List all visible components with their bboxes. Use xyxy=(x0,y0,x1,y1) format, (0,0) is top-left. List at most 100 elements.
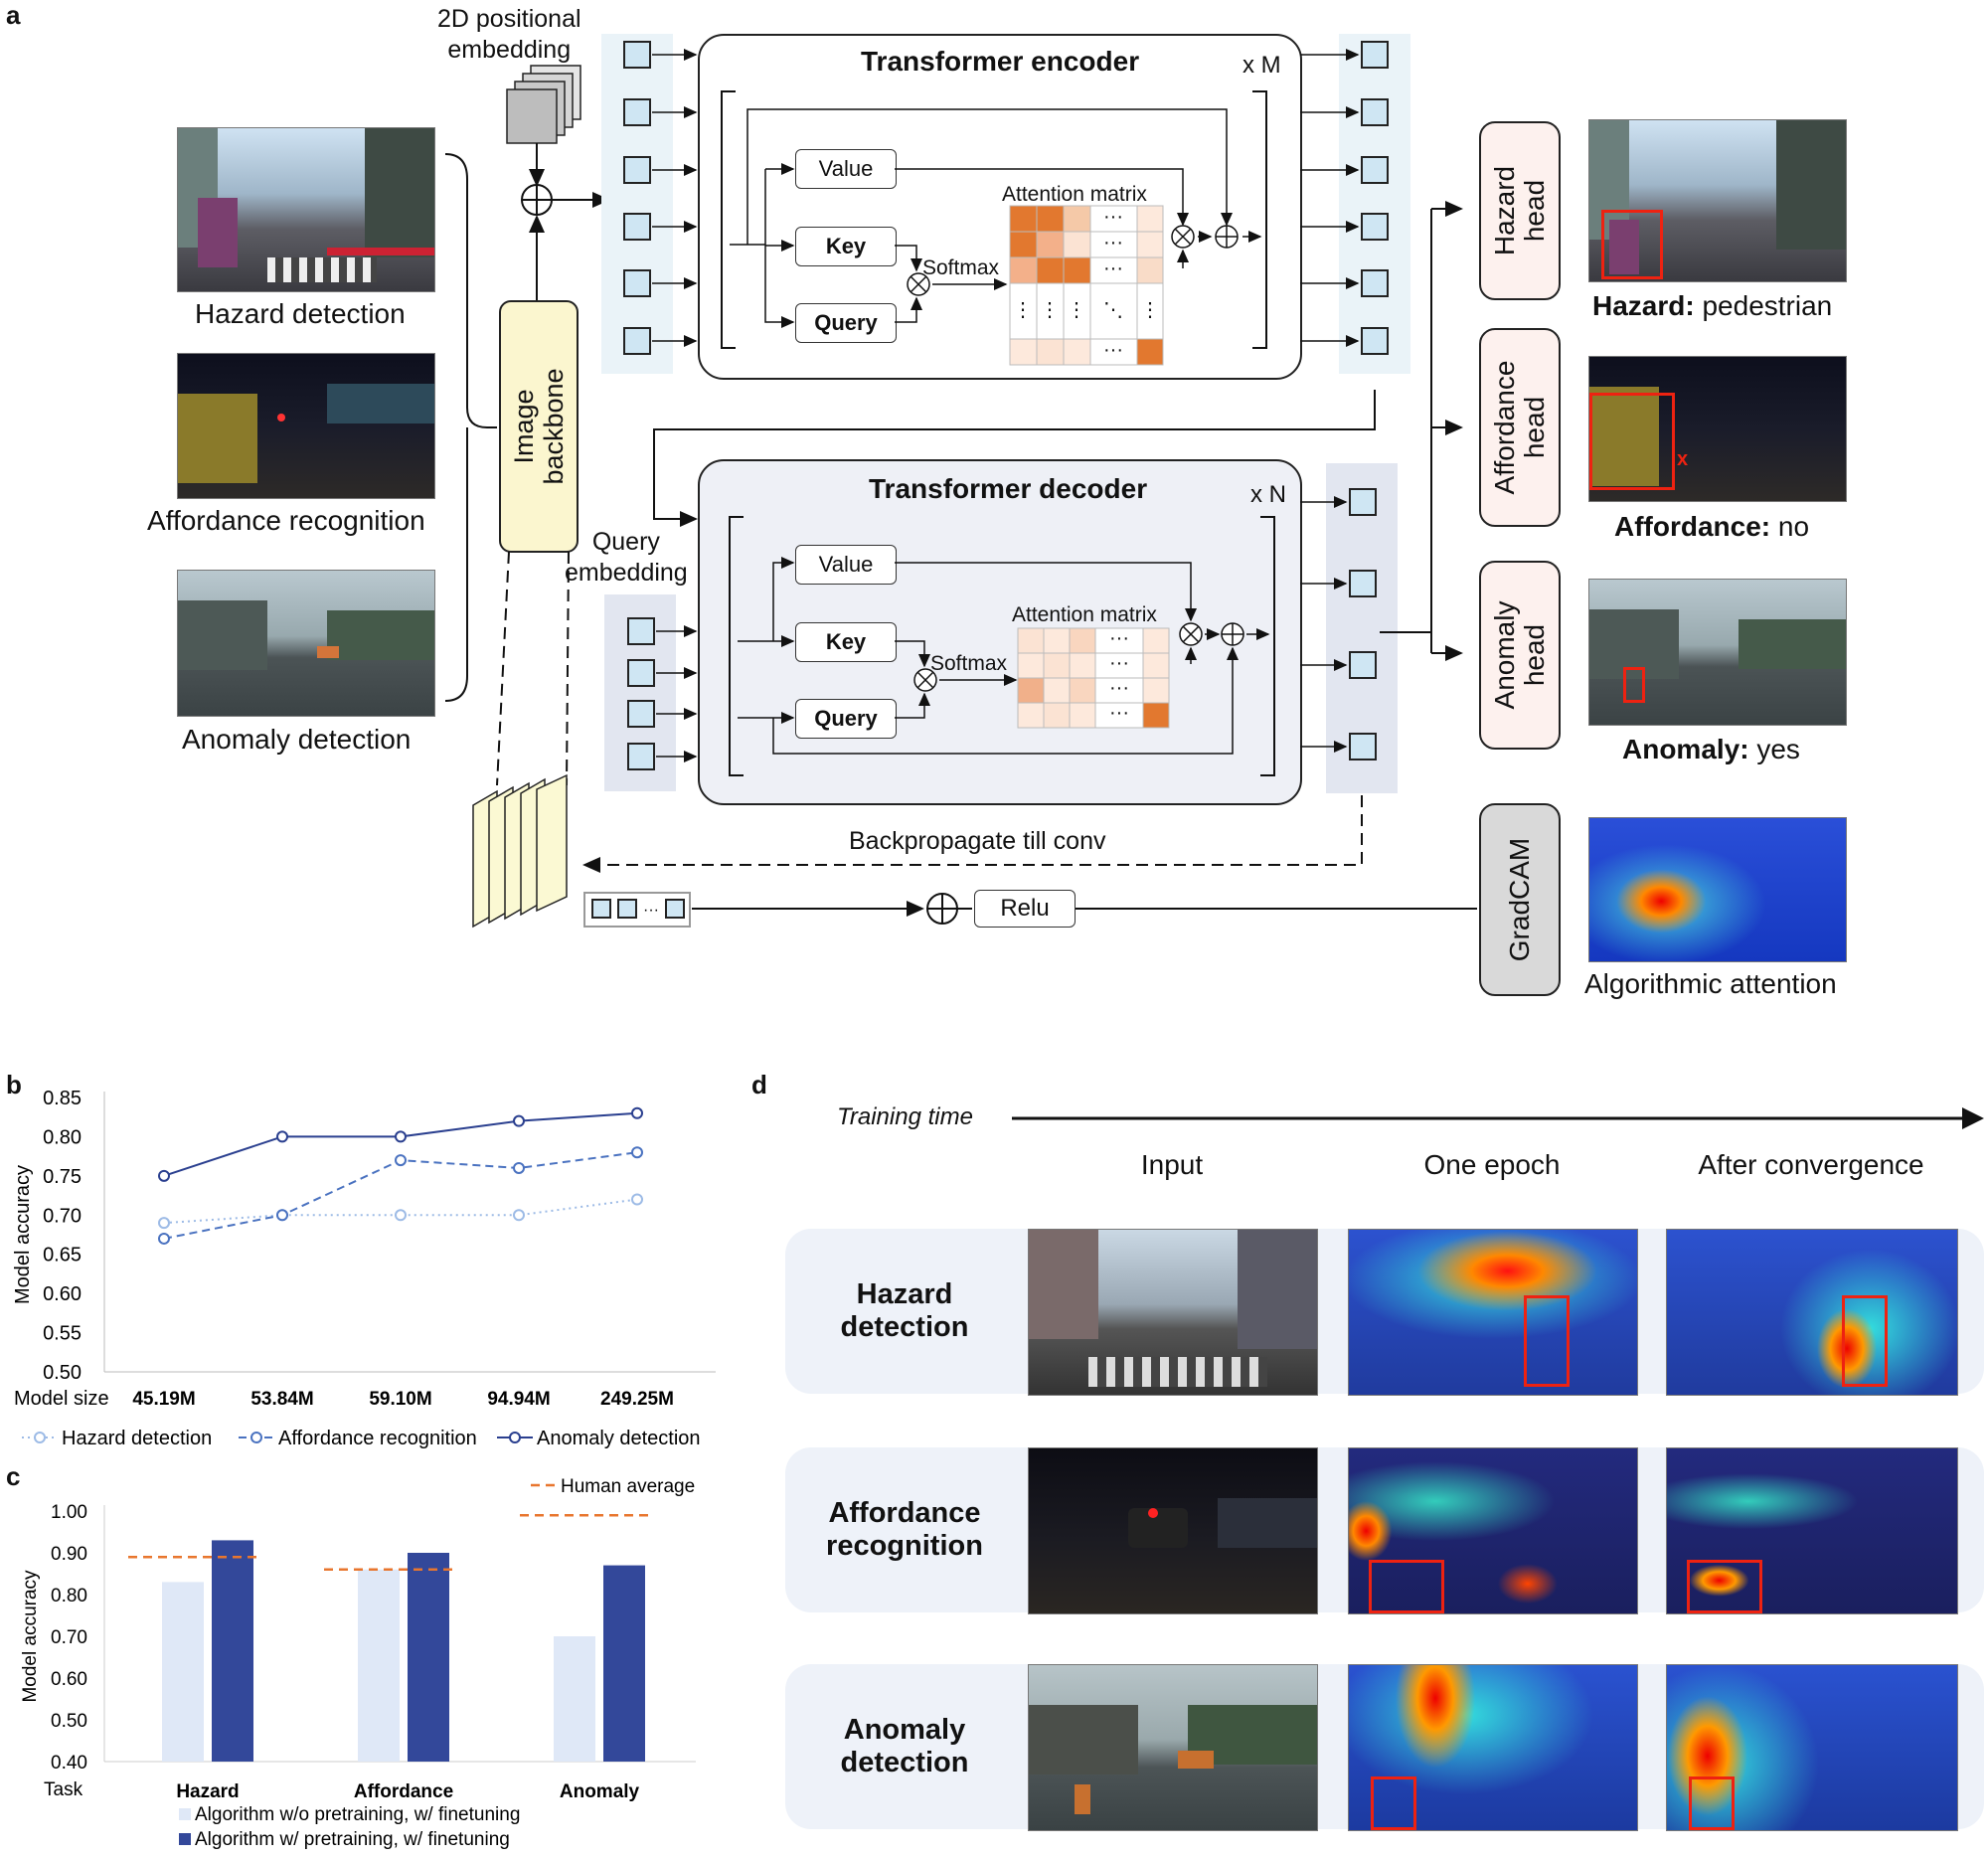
column-input: Input xyxy=(1140,1149,1204,1180)
panel-a-letter: a xyxy=(6,0,21,30)
gradcam-box: GradCAM xyxy=(1479,803,1561,996)
anomaly-one-epoch-image xyxy=(1348,1664,1638,1831)
enc-hdots-4: ··· xyxy=(1103,339,1123,361)
b-point-1 xyxy=(395,1209,407,1222)
anomaly-converged-box xyxy=(1689,1776,1735,1830)
enc-vdots-4: ⋮ xyxy=(1140,299,1160,321)
c-ytick: 0.40 xyxy=(51,1753,87,1774)
b-legend-marker xyxy=(509,1432,521,1443)
encoder-softmax-label: Softmax xyxy=(922,256,1000,279)
affordance-input-image xyxy=(1028,1447,1318,1614)
anomaly-head-box: Anomaly head xyxy=(1479,561,1561,750)
affordance-output-photo: x xyxy=(1588,356,1847,502)
b-point-3 xyxy=(158,1169,170,1182)
decoder-softmax-label: Softmax xyxy=(930,652,1008,675)
c-ylabel: Model accuracy xyxy=(20,1570,41,1703)
b-point-2 xyxy=(513,1161,525,1174)
c-xtick: Hazard xyxy=(176,1781,239,1802)
affordance-input-caption: Affordance recognition xyxy=(147,505,425,536)
c-ytick: 0.90 xyxy=(51,1544,87,1565)
anomaly-input-photo xyxy=(177,570,435,717)
query-embedding-label: Query embedding xyxy=(565,528,688,587)
gradcam-caption: Algorithmic attention xyxy=(1584,968,1837,999)
encoder-value-box: Value xyxy=(795,149,897,189)
decoder-value-box: Value xyxy=(795,545,897,585)
b-xtick: 45.19M xyxy=(132,1389,195,1410)
b-xtick: 59.10M xyxy=(369,1389,431,1410)
hazard-input-image xyxy=(1028,1229,1318,1396)
hazard-input-caption: Hazard detection xyxy=(195,298,406,329)
positional-embedding-label: 2D positional embedding xyxy=(437,5,581,64)
positional-embedding-stack xyxy=(506,65,581,144)
b-xtick: 94.94M xyxy=(487,1389,550,1410)
dec-hdots-4: ··· xyxy=(1109,702,1129,724)
relu-row-dots: ··· xyxy=(643,902,659,919)
enc-vdots-2: ⋮ xyxy=(1040,299,1060,321)
b-point-3 xyxy=(395,1130,407,1143)
b-ytick: 0.55 xyxy=(43,1323,82,1345)
b-point-2 xyxy=(631,1146,643,1159)
c-legend-label: Algorithm w/ pretraining, w/ finetuning xyxy=(195,1829,510,1850)
encoder-key-box: Key xyxy=(795,227,897,266)
b-point-1 xyxy=(513,1209,525,1222)
decoder-repeat: x N xyxy=(1250,481,1286,508)
column-one-epoch: One epoch xyxy=(1423,1149,1561,1180)
gradcam-attention-photo xyxy=(1588,817,1847,962)
relu-box: Relu xyxy=(974,890,1076,928)
anomaly-head-label: Anomaly head xyxy=(1489,600,1550,710)
b-point-2 xyxy=(395,1154,407,1167)
encoder-title: Transformer encoder xyxy=(861,46,1140,77)
b-point-3 xyxy=(276,1130,288,1143)
column-after-convergence: After convergence xyxy=(1698,1149,1924,1180)
hazard-one-epoch-box xyxy=(1524,1295,1570,1387)
c-ytick: 0.50 xyxy=(51,1711,87,1732)
row-label-affordance: Affordance recognition xyxy=(826,1497,983,1562)
c-bar-series-1 xyxy=(358,1569,400,1762)
c-legend-swatch xyxy=(179,1833,191,1845)
c-xlabel: Task xyxy=(44,1779,83,1800)
b-legend-label: Hazard detection xyxy=(62,1428,212,1449)
panel-a-diagram-lines: ··· ··· ··· ··· ⋮ ⋮ ⋮ ⋱ ⋮ xyxy=(444,34,1477,929)
panel-d-letter: d xyxy=(751,1070,767,1099)
affordance-one-epoch-box xyxy=(1369,1560,1444,1613)
c-human-legend-label: Human average xyxy=(561,1476,695,1497)
affordance-head-box: Affordance head xyxy=(1479,328,1561,527)
c-ytick: 1.00 xyxy=(51,1502,87,1523)
c-ytick: 0.70 xyxy=(51,1627,87,1648)
decoder-key-box: Key xyxy=(795,622,897,662)
c-ytick: 0.60 xyxy=(51,1669,87,1690)
b-point-3 xyxy=(631,1106,643,1119)
row-label-hazard: Hazard detection xyxy=(840,1278,969,1343)
dec-hdots-2: ··· xyxy=(1109,652,1129,674)
anomaly-one-epoch-box xyxy=(1371,1776,1416,1830)
c-xtick: Anomaly xyxy=(560,1781,640,1802)
b-ytick: 0.50 xyxy=(43,1362,82,1384)
feature-maps-stack xyxy=(472,773,568,929)
c-bar-series-2 xyxy=(603,1565,645,1762)
b-legend-label: Anomaly detection xyxy=(537,1428,701,1449)
b-point-2 xyxy=(158,1232,170,1245)
hazard-head-box: Hazard head xyxy=(1479,121,1561,300)
b-ytick: 0.80 xyxy=(43,1126,82,1148)
c-bar-series-2 xyxy=(408,1553,449,1762)
training-time-arrow xyxy=(1012,1107,1984,1129)
enc-ddots: ⋱ xyxy=(1103,299,1123,321)
hazard-head-label: Hazard head xyxy=(1489,165,1550,256)
b-ytick: 0.85 xyxy=(43,1088,82,1109)
c-xtick: Affordance xyxy=(354,1781,453,1802)
b-ytick: 0.70 xyxy=(43,1205,82,1227)
b-xtick: 249.25M xyxy=(600,1389,674,1410)
hazard-input-photo xyxy=(177,127,435,292)
affordance-x-mark: x xyxy=(1677,448,1689,470)
enc-hdots-1: ··· xyxy=(1103,206,1123,228)
b-series-line-3 xyxy=(163,1111,638,1177)
b-point-2 xyxy=(276,1209,288,1222)
anomaly-input-caption: Anomaly detection xyxy=(182,724,412,755)
image-backbone-box: Image backbone xyxy=(499,300,579,553)
affordance-converged-box xyxy=(1687,1560,1762,1613)
anomaly-detection-box xyxy=(1623,667,1645,703)
c-bar-series-1 xyxy=(162,1582,204,1762)
enc-hdots-3: ··· xyxy=(1103,257,1123,279)
hazard-one-epoch-image xyxy=(1348,1229,1638,1396)
